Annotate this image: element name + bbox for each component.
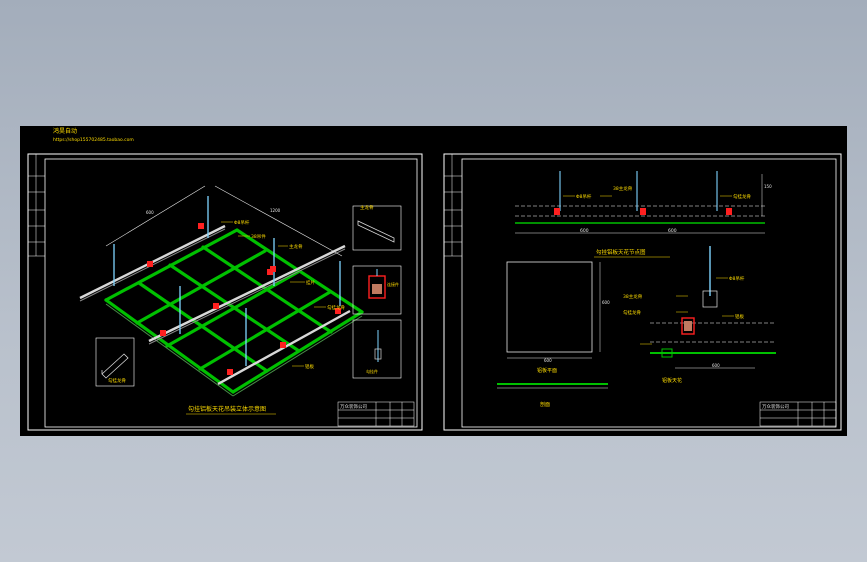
left-sheet-border bbox=[27, 153, 423, 431]
left-title-block-name: 万众装饰公司 bbox=[340, 403, 367, 410]
node-dim: 600 bbox=[712, 363, 720, 368]
detail-main-label: 主龙骨 bbox=[360, 204, 374, 211]
section-view-title: 剖面 bbox=[540, 401, 550, 408]
elev-main-keel-label: 38主龙骨 bbox=[613, 185, 633, 192]
node-panel-label: 铝板 bbox=[735, 313, 744, 320]
elev-height: 150 bbox=[764, 184, 772, 189]
detail-hook-keel-box bbox=[95, 337, 135, 387]
left-inner-border bbox=[44, 158, 418, 428]
node-rod-label: Φ8吊杆 bbox=[729, 275, 745, 282]
hanger-rods bbox=[113, 196, 341, 366]
plan-dim-h: 600 bbox=[602, 300, 610, 305]
elev-rod-label: Φ8吊杆 bbox=[576, 193, 592, 200]
right-sheet-border bbox=[443, 153, 842, 431]
dim-c: 1200 bbox=[270, 208, 281, 213]
dim-a: 600 bbox=[146, 210, 154, 215]
right-inner-border bbox=[461, 158, 837, 428]
right-title-block-name: 万众装饰公司 bbox=[762, 403, 789, 410]
label-connector: 挂片 bbox=[306, 279, 315, 286]
plan-panel bbox=[506, 261, 593, 353]
shop-name-text: 鸿昊自动 bbox=[53, 127, 77, 135]
detail-hook-label: 勾挂件 bbox=[366, 368, 378, 374]
elev-spacing-2: 600 bbox=[668, 228, 677, 234]
left-sheet-title: 勾挂铝板天花吊装立体示意图 bbox=[188, 405, 266, 413]
drawing-canvas[interactable]: 鸿昊自动 https://shop155702485.taobao.com bbox=[20, 126, 847, 436]
node-hook-keel-label: 勾挂龙骨 bbox=[623, 309, 641, 316]
left-sheet: 600 1200 Φ8吊杆 38吊件 主龙骨 挂片 勾挂龙骨 铝板 勾挂龙骨 主… bbox=[27, 153, 423, 431]
plan-dim-w: 600 bbox=[544, 358, 552, 363]
label-hanger-rod: Φ8吊杆 bbox=[234, 219, 250, 226]
right-sheet: Φ8吊杆 38主龙骨 勾挂龙骨 600 600 150 600 600 铝板平面… bbox=[443, 153, 842, 431]
shop-url-text: https://shop155702485.taobao.com bbox=[53, 137, 134, 143]
label-panel: 铝板 bbox=[305, 363, 314, 370]
red-clips bbox=[147, 223, 341, 375]
right-title-block bbox=[759, 401, 837, 427]
iso-keel-grid bbox=[104, 228, 364, 394]
iso-dimensions bbox=[105, 185, 343, 257]
label-main-keel: 主龙骨 bbox=[289, 243, 303, 250]
detail-connector-label: 连接件 bbox=[387, 281, 399, 287]
node-bottom-label: 铝板天花 bbox=[662, 377, 682, 384]
detail-hook-keel-label: 勾挂龙骨 bbox=[108, 377, 126, 384]
label-hook-keel: 勾挂龙骨 bbox=[327, 304, 345, 311]
left-title-block bbox=[337, 401, 415, 427]
elev-spacing-1: 600 bbox=[580, 228, 589, 234]
elev-hook-keel-label: 勾挂龙骨 bbox=[733, 193, 751, 200]
node-title: 勾挂铝板天花节点图 bbox=[596, 248, 646, 256]
detail-column bbox=[352, 205, 402, 379]
cad-drawing: 鸿昊自动 https://shop155702485.taobao.com bbox=[27, 127, 842, 431]
plan-view-title: 铝板平面 bbox=[537, 367, 557, 374]
label-hanger-clip: 38吊件 bbox=[251, 233, 266, 240]
elevation-top: Φ8吊杆 38主龙骨 勾挂龙骨 600 600 150 bbox=[515, 171, 772, 234]
node-main-keel-label: 38主龙骨 bbox=[623, 293, 643, 300]
